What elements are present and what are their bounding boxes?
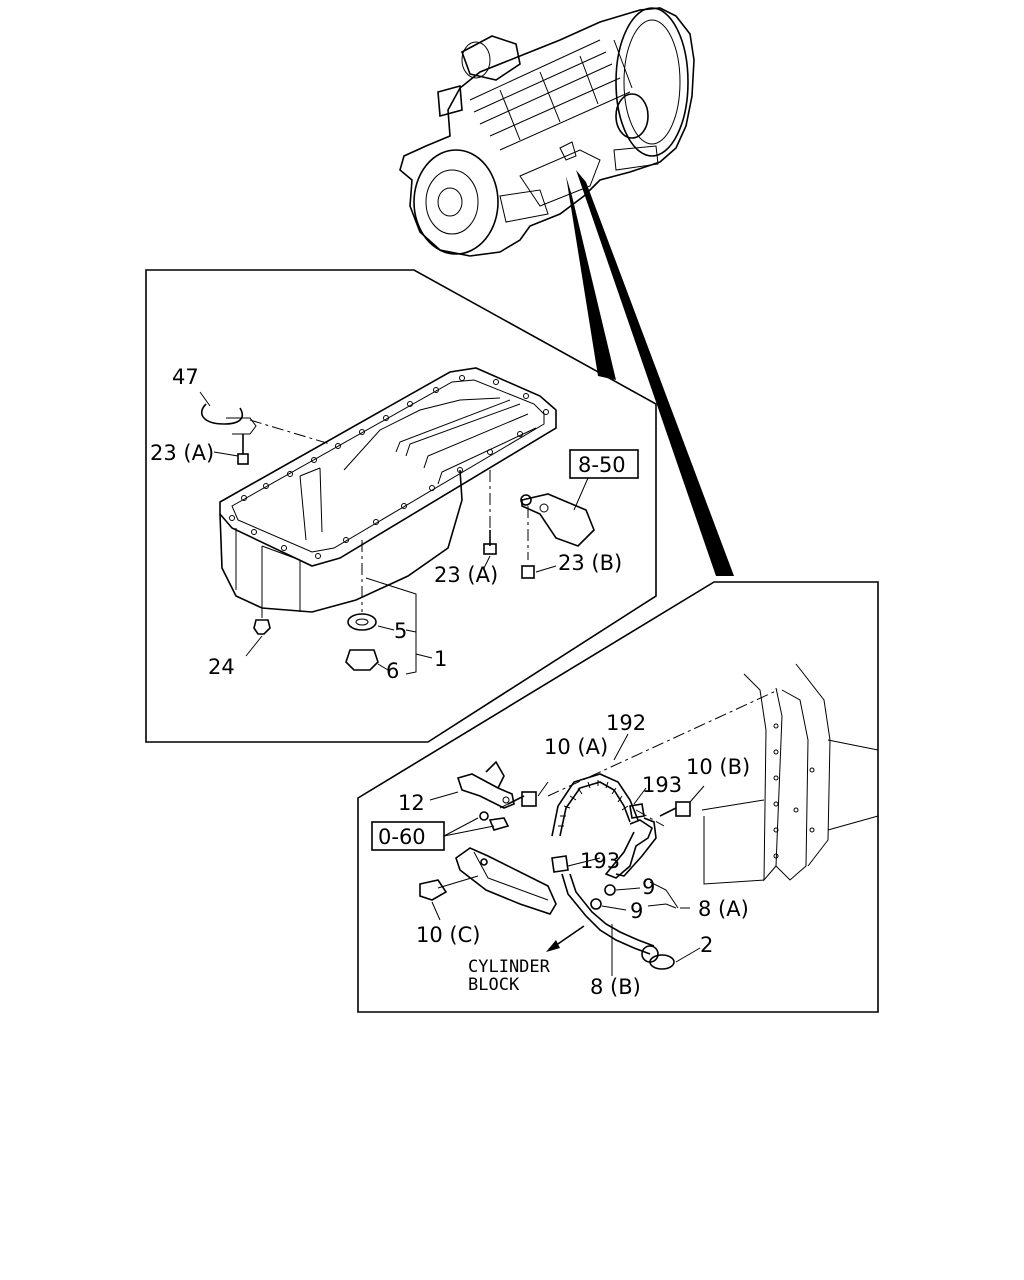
label-10b: 10 (B) <box>686 755 750 779</box>
bolt-23a-mid <box>483 470 497 569</box>
clamp-193 <box>551 803 665 873</box>
label-47: 47 <box>172 365 199 389</box>
label-8a: 8 (A) <box>698 897 749 921</box>
bolt-10a <box>499 781 549 809</box>
bracket-12 <box>429 760 515 837</box>
label-0-60: 0-60 <box>378 825 426 849</box>
label-cylinder: CYLINDER <box>468 957 551 977</box>
label-block: BLOCK <box>468 975 520 995</box>
guide-plate <box>419 847 557 921</box>
label-9-bottom: 9 <box>630 899 643 923</box>
cylinder-block-edge <box>547 663 879 885</box>
block-holes <box>773 723 815 859</box>
bracket-8-50 <box>520 477 595 547</box>
label-1: 1 <box>434 647 447 671</box>
drain-plug <box>345 540 433 675</box>
label-9-top: 9 <box>642 875 655 899</box>
label-24: 24 <box>208 655 235 679</box>
label-193-mid: 193 <box>580 849 620 873</box>
cylinder-block-arrow <box>546 925 585 952</box>
label-23b: 23 (B) <box>558 551 622 575</box>
bolt-23b <box>521 506 557 579</box>
dipstick-panel <box>357 581 879 1013</box>
pan-bolt-holes <box>229 375 549 559</box>
label-23a-mid: 23 (A) <box>434 563 498 587</box>
callout-wedges <box>566 170 734 576</box>
part-47-clip <box>199 391 331 445</box>
oil-pan-illustration <box>219 367 557 613</box>
dipstick-guide-tube <box>551 733 701 976</box>
part-labels: 47 23 (A) 8-50 23 (A) 23 (B) 5 6 1 24 19… <box>150 365 750 999</box>
engine-illustration <box>399 7 695 257</box>
label-2: 2 <box>700 933 713 957</box>
label-8b: 8 (B) <box>590 975 641 999</box>
label-23a-top: 23 (A) <box>150 441 214 465</box>
label-10c: 10 (C) <box>416 923 480 947</box>
bolt-10b <box>659 785 705 817</box>
label-6: 6 <box>386 659 399 683</box>
label-10a: 10 (A) <box>544 735 608 759</box>
label-8-50: 8-50 <box>578 453 626 477</box>
label-5: 5 <box>394 619 407 643</box>
ref-box-8-50 <box>569 449 639 479</box>
oil-pan-panel <box>145 269 657 743</box>
bolt-23a-top <box>213 434 249 465</box>
label-12: 12 <box>398 791 425 815</box>
label-193-top: 193 <box>642 773 682 797</box>
ref-box-0-60 <box>371 821 445 851</box>
nut-24 <box>245 560 271 657</box>
label-192: 192 <box>606 711 646 735</box>
